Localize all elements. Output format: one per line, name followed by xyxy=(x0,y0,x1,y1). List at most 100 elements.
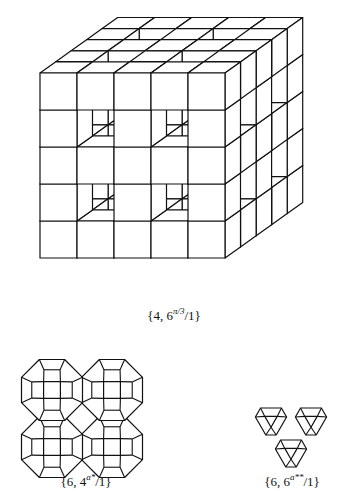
hexagon-edge xyxy=(92,455,104,456)
face-edge xyxy=(291,459,296,467)
hexagon-edge xyxy=(60,370,61,382)
cube-front-face xyxy=(40,184,77,221)
triangle-face xyxy=(305,416,317,427)
face-edge xyxy=(275,448,284,450)
hexagon-edge xyxy=(32,381,44,382)
cube-front-face xyxy=(40,221,77,258)
hexagon-edge xyxy=(39,360,44,370)
superscript-text: a** xyxy=(290,472,304,482)
square-face-edge xyxy=(104,369,120,370)
hexagon-edge xyxy=(103,370,104,382)
hexagon-edge xyxy=(22,455,32,460)
cube-front-face xyxy=(114,73,151,110)
face-edge xyxy=(271,427,276,435)
face-edge xyxy=(266,427,271,435)
square-face-edge xyxy=(104,467,120,468)
hexagon-edge xyxy=(72,455,82,460)
square-face xyxy=(104,382,121,399)
cube-front-face xyxy=(188,73,225,110)
cube-front-face xyxy=(114,110,151,147)
symbol-label: {4, 6π/3/1} xyxy=(147,306,201,324)
hexagon-edge xyxy=(32,398,44,399)
face-edge xyxy=(311,427,316,435)
square-face-edge xyxy=(44,410,60,411)
hexagon-edge xyxy=(72,377,82,382)
schlafli-symbol: /1} xyxy=(95,474,111,489)
hexagon-edge xyxy=(60,360,65,370)
cube-front-face xyxy=(40,73,77,110)
cube-side-face xyxy=(241,51,257,99)
hexagon-edge xyxy=(120,398,132,399)
hexagon-edge xyxy=(103,427,104,439)
square-face-edge xyxy=(72,382,73,398)
hexagon-edge xyxy=(32,438,44,439)
cube-front-face xyxy=(114,147,151,184)
hexagon-edge xyxy=(120,438,132,439)
cube-front-face xyxy=(77,147,114,184)
hexagon-edge xyxy=(43,398,44,410)
symbol-label: {6, 4a*/1} xyxy=(60,472,111,490)
hexagon-edge xyxy=(60,455,72,456)
face-edge xyxy=(277,408,281,416)
cube-front-face xyxy=(188,147,225,184)
hexagon-edge xyxy=(60,455,61,467)
hexagon-edge xyxy=(99,360,104,370)
hexagon-edge xyxy=(103,398,104,410)
cube-side-face xyxy=(272,177,288,225)
hexagon-edge xyxy=(99,410,104,420)
square-face-edge xyxy=(91,439,92,455)
hexagon-edge xyxy=(103,455,104,467)
square-face-edge xyxy=(132,439,133,455)
square-face-edge xyxy=(132,382,133,398)
hexagon-edge xyxy=(22,434,32,439)
cube-front-face xyxy=(114,221,151,258)
truncated-octahedron xyxy=(22,417,83,478)
cube-front-face xyxy=(151,221,188,258)
face-edge xyxy=(281,440,285,448)
hexagon-edge xyxy=(60,427,61,439)
hexagon-edge xyxy=(43,455,44,467)
square-face-edge xyxy=(104,410,120,411)
face-edge xyxy=(297,448,306,450)
triangle-face xyxy=(265,416,277,427)
truncated-tetrahedron xyxy=(295,408,326,435)
schlafli-symbol: /1} xyxy=(303,474,319,489)
cube-side-face xyxy=(225,62,241,110)
face-edge xyxy=(306,427,311,435)
truncated-tetrahedron xyxy=(275,440,306,467)
face-edge xyxy=(295,416,304,418)
cube-side-face xyxy=(272,103,288,151)
hexagon-edge xyxy=(120,427,121,439)
face-edge xyxy=(317,416,326,418)
hexagon-edge xyxy=(60,398,72,399)
cube-front-face xyxy=(40,110,77,147)
face-edge xyxy=(297,440,301,448)
hexagon-edge xyxy=(22,377,32,382)
cube-front-face xyxy=(188,184,225,221)
cube-front-face xyxy=(40,147,77,184)
cube-side-face xyxy=(256,40,272,88)
symbol-label: {6, 6a**/1} xyxy=(264,472,320,490)
square-face-edge xyxy=(31,439,32,455)
hexagon-edge xyxy=(120,410,125,420)
hexagon-edge xyxy=(39,467,44,477)
hexagon-edge xyxy=(60,398,61,410)
hexagon-edge xyxy=(132,455,142,460)
square-face-edge xyxy=(31,382,32,398)
hexagon-edge xyxy=(132,398,142,403)
face-edge xyxy=(301,408,305,416)
truncated-octahedron xyxy=(82,360,143,421)
face-edge xyxy=(317,408,321,416)
hexagon-edge xyxy=(43,370,44,382)
superscript-text: π/3 xyxy=(173,306,185,316)
truncated-octahedron xyxy=(22,360,83,421)
hexagon-edge xyxy=(60,381,72,382)
hexagon-edge xyxy=(39,410,44,420)
hexagon-edge xyxy=(32,455,44,456)
cube-front-face xyxy=(188,110,225,147)
hexagon-edge xyxy=(43,427,44,439)
schlafli-symbol: {6, 4 xyxy=(60,474,86,489)
cube-side-face xyxy=(272,29,288,77)
hexagon-edge xyxy=(60,438,72,439)
hexagon-edge xyxy=(120,455,121,467)
